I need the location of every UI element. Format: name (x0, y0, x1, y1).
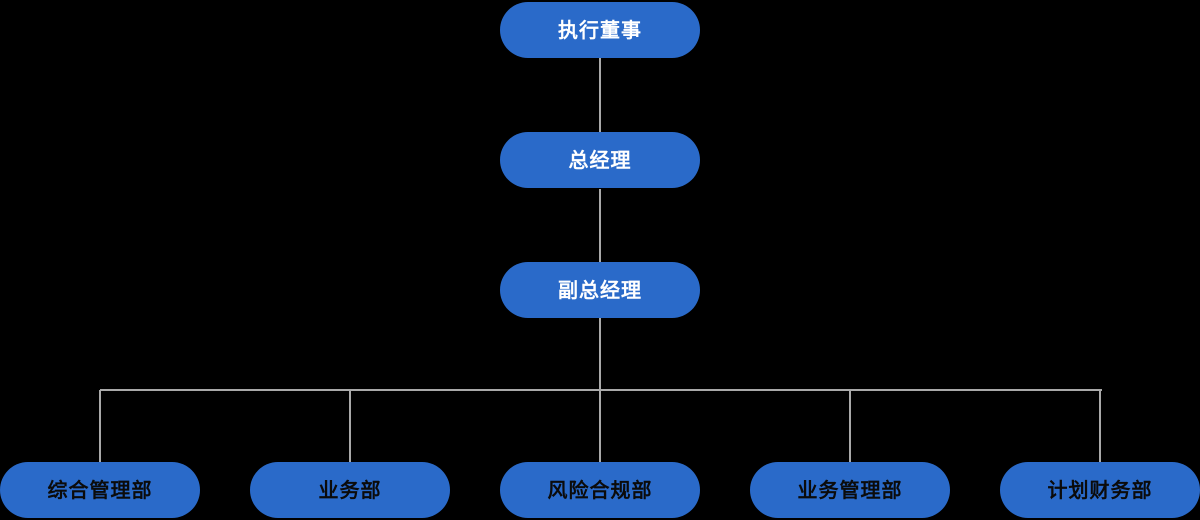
connector-bus-to-dept1 (99, 390, 101, 462)
node-general-manager[interactable]: 总经理 (500, 132, 700, 188)
connector-dgm-to-bus (599, 318, 601, 390)
node-label: 执行董事 (558, 18, 642, 42)
connector-exec-to-gm (599, 58, 601, 133)
node-department-business[interactable]: 业务部 (250, 462, 450, 518)
connector-bus-to-dept5 (1099, 390, 1101, 462)
node-label: 业务部 (318, 478, 382, 502)
node-department-general-administration[interactable]: 综合管理部 (0, 462, 200, 518)
node-label: 风险合规部 (547, 478, 653, 502)
connector-gm-to-dgm (599, 189, 601, 263)
node-label: 业务管理部 (797, 478, 903, 502)
node-label: 综合管理部 (47, 478, 153, 502)
node-label: 副总经理 (558, 278, 642, 302)
connector-bus-to-dept4 (849, 390, 851, 462)
node-department-risk-compliance[interactable]: 风险合规部 (500, 462, 700, 518)
node-label: 总经理 (568, 148, 632, 172)
node-department-planning-finance[interactable]: 计划财务部 (1000, 462, 1200, 518)
connector-bus-to-dept2 (349, 390, 351, 462)
connector-bus-to-dept3 (599, 390, 601, 462)
node-deputy-general-manager[interactable]: 副总经理 (500, 262, 700, 318)
node-label: 计划财务部 (1047, 478, 1153, 502)
connector-horizontal-bus (100, 389, 1102, 391)
node-department-business-management[interactable]: 业务管理部 (750, 462, 950, 518)
node-executive-director[interactable]: 执行董事 (500, 2, 700, 58)
